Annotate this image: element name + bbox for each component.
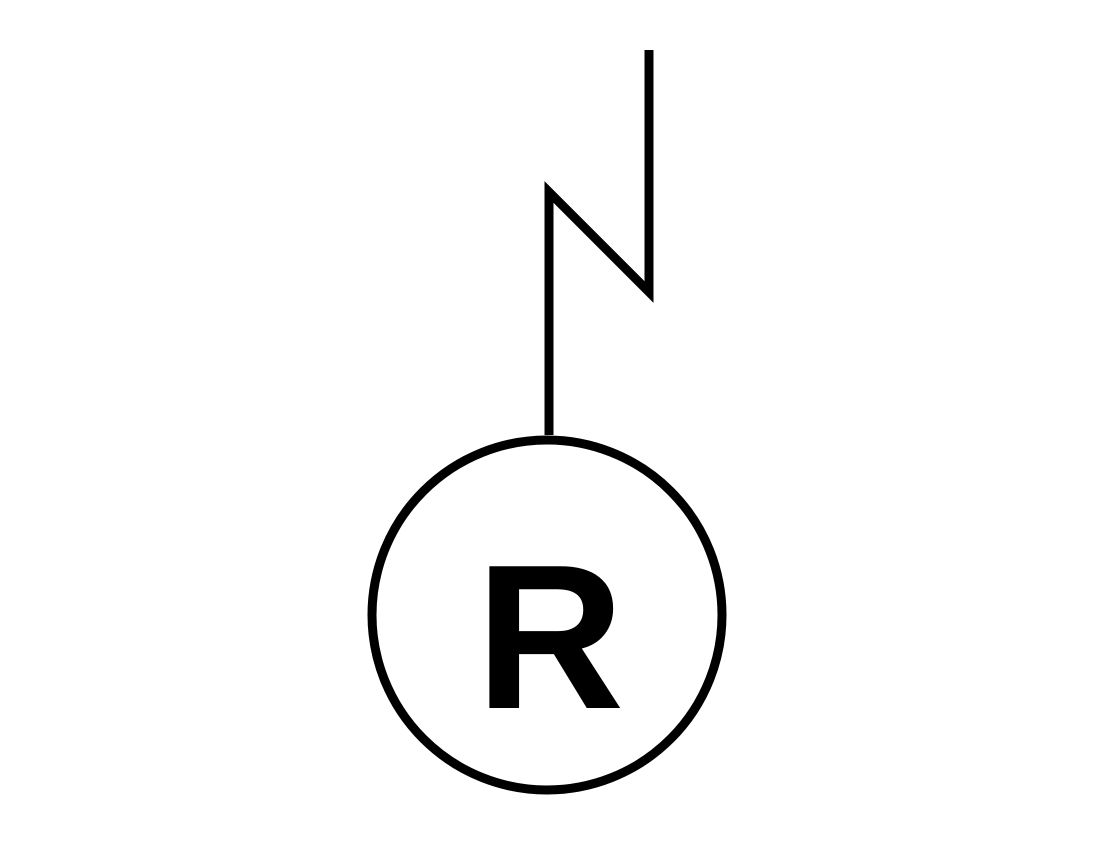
receiver-circle	[367, 435, 727, 795]
receiver-letter-label: R	[476, 522, 625, 752]
antenna-zigzag-line	[544, 50, 654, 435]
